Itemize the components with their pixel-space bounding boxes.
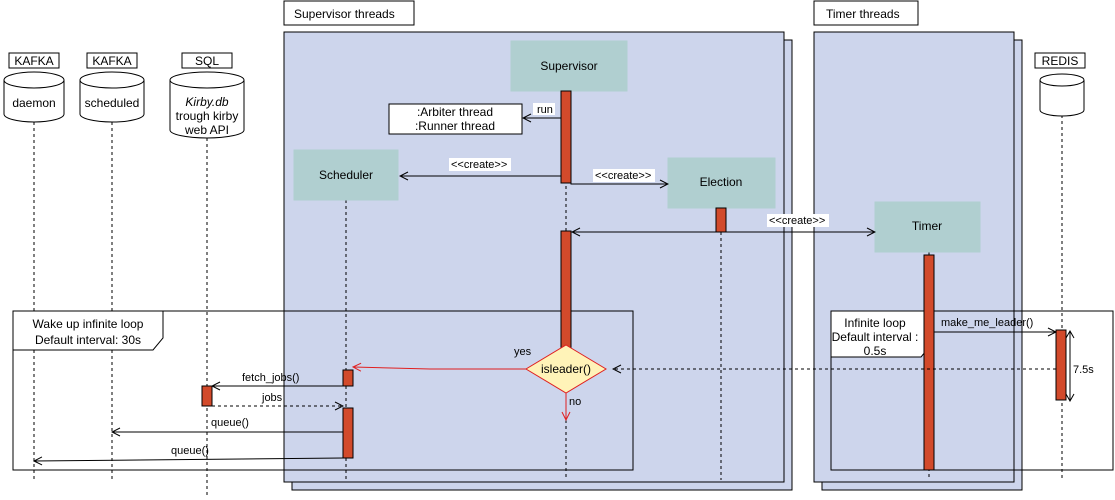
decision-arrows	[353, 367, 566, 420]
kafka-daemon-store: KAFKA daemon	[3, 52, 65, 123]
svg-text:web API: web API	[184, 123, 229, 137]
timer-participant: Timer	[874, 201, 981, 253]
message-labels: run <<create>> <<create>> <<create>> mak…	[171, 103, 1094, 457]
svg-text:isleader(): isleader()	[541, 362, 591, 376]
svg-text:SQL: SQL	[195, 54, 219, 68]
sql-store: SQL Kirby.db trough kirby web API	[169, 52, 245, 139]
svg-text:jobs: jobs	[261, 392, 283, 404]
svg-text:Supervisor: Supervisor	[540, 59, 597, 73]
svg-text:REDIS: REDIS	[1042, 54, 1079, 68]
svg-text:fetch_jobs(): fetch_jobs()	[242, 372, 299, 384]
svg-text:Scheduler: Scheduler	[319, 168, 373, 182]
svg-text:7.5s: 7.5s	[1073, 364, 1094, 376]
redis-store: REDIS	[1034, 52, 1086, 117]
supervisor-participant: Supervisor	[510, 40, 628, 92]
svg-text:scheduled: scheduled	[85, 96, 140, 110]
svg-text::Arbiter thread: :Arbiter thread	[417, 105, 493, 119]
svg-text::Runner thread: :Runner thread	[415, 119, 495, 133]
svg-text:0.5s: 0.5s	[864, 344, 887, 358]
svg-text:make_me_leader(): make_me_leader()	[941, 317, 1033, 329]
svg-text:no: no	[569, 396, 581, 408]
svg-text:<<create>>: <<create>>	[769, 215, 825, 227]
svg-text:Supervisor threads: Supervisor threads	[294, 7, 395, 21]
election-participant: Election	[667, 157, 776, 209]
svg-text:yes: yes	[514, 346, 532, 358]
svg-text:Default interval: 30s: Default interval: 30s	[35, 333, 141, 347]
timer-threads-label: Timer threads	[813, 0, 919, 26]
infinite-loop-frame: Infinite loop Default interval : 0.5s	[830, 310, 1114, 471]
supervisor-threads-label: Supervisor threads	[283, 0, 415, 26]
svg-text:Timer: Timer	[912, 219, 942, 233]
svg-text:KAFKA: KAFKA	[14, 54, 53, 68]
svg-text:KAFKA: KAFKA	[92, 54, 131, 68]
svg-text:queue(): queue()	[211, 417, 249, 429]
svg-text:Kirby.db: Kirby.db	[185, 95, 228, 109]
timer-threads-group	[813, 31, 1023, 491]
svg-text:Timer threads: Timer threads	[826, 7, 900, 21]
svg-text:daemon: daemon	[12, 96, 55, 110]
scheduler-participant: Scheduler	[293, 149, 399, 201]
supervisor-threads-group	[283, 31, 793, 491]
isleader-decision: isleader()	[525, 344, 607, 394]
activations	[201, 90, 1067, 471]
svg-text:queue(): queue()	[171, 445, 209, 457]
svg-text:<<create>>: <<create>>	[595, 170, 651, 182]
wake-up-loop-frame: Wake up infinite loop Default interval: …	[12, 310, 634, 471]
threads-note: :Arbiter thread :Runner thread	[388, 103, 523, 135]
svg-text:<<create>>: <<create>>	[451, 159, 507, 171]
messages	[34, 118, 1075, 461]
svg-text:run: run	[537, 104, 553, 116]
svg-text:Infinite loop: Infinite loop	[844, 316, 906, 330]
svg-text:Wake up infinite loop: Wake up infinite loop	[33, 317, 144, 331]
svg-text:trough kirby: trough kirby	[176, 109, 239, 123]
svg-text:Default interval :: Default interval :	[832, 330, 919, 344]
svg-text:Election: Election	[700, 175, 743, 189]
kafka-scheduled-store: KAFKA scheduled	[79, 52, 145, 123]
